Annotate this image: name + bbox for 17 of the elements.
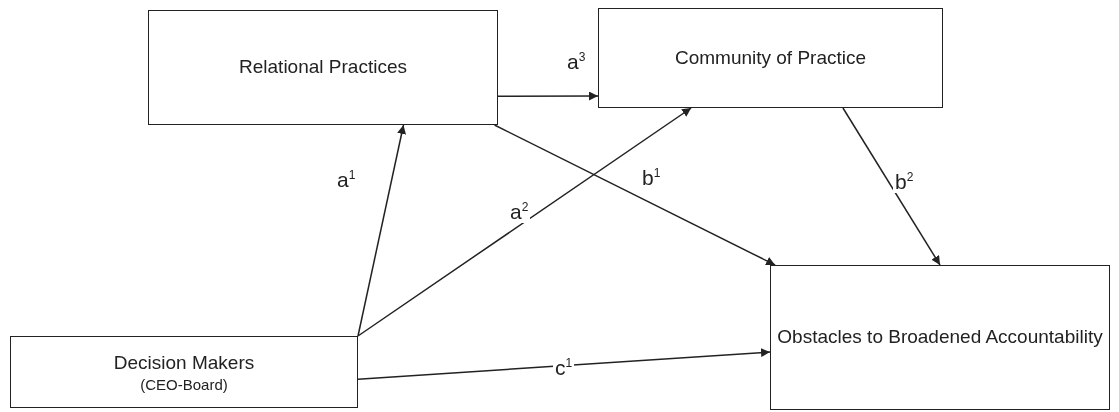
arrow <box>357 124 406 337</box>
box-label: Relational Practices <box>239 55 407 80</box>
box-sublabel: (CEO-Board) <box>140 375 228 393</box>
variable-box <box>770 265 1110 410</box>
arrow <box>357 107 692 337</box>
variable-box <box>10 336 358 408</box>
box-label: Obstacles to Broadened Accountability <box>777 325 1103 350</box>
box-label: Community of Practice <box>674 45 867 70</box>
variable-box <box>598 8 943 108</box>
path-label: a$^{2}$ <box>508 200 531 223</box>
arrow <box>357 348 771 380</box>
arrow <box>842 107 941 266</box>
variable-box <box>148 10 498 125</box>
path-label: b$^{2}$ <box>893 170 916 193</box>
box-label: Decision Makers <box>113 351 255 376</box>
arrow <box>493 124 776 266</box>
arrow <box>497 91 599 101</box>
